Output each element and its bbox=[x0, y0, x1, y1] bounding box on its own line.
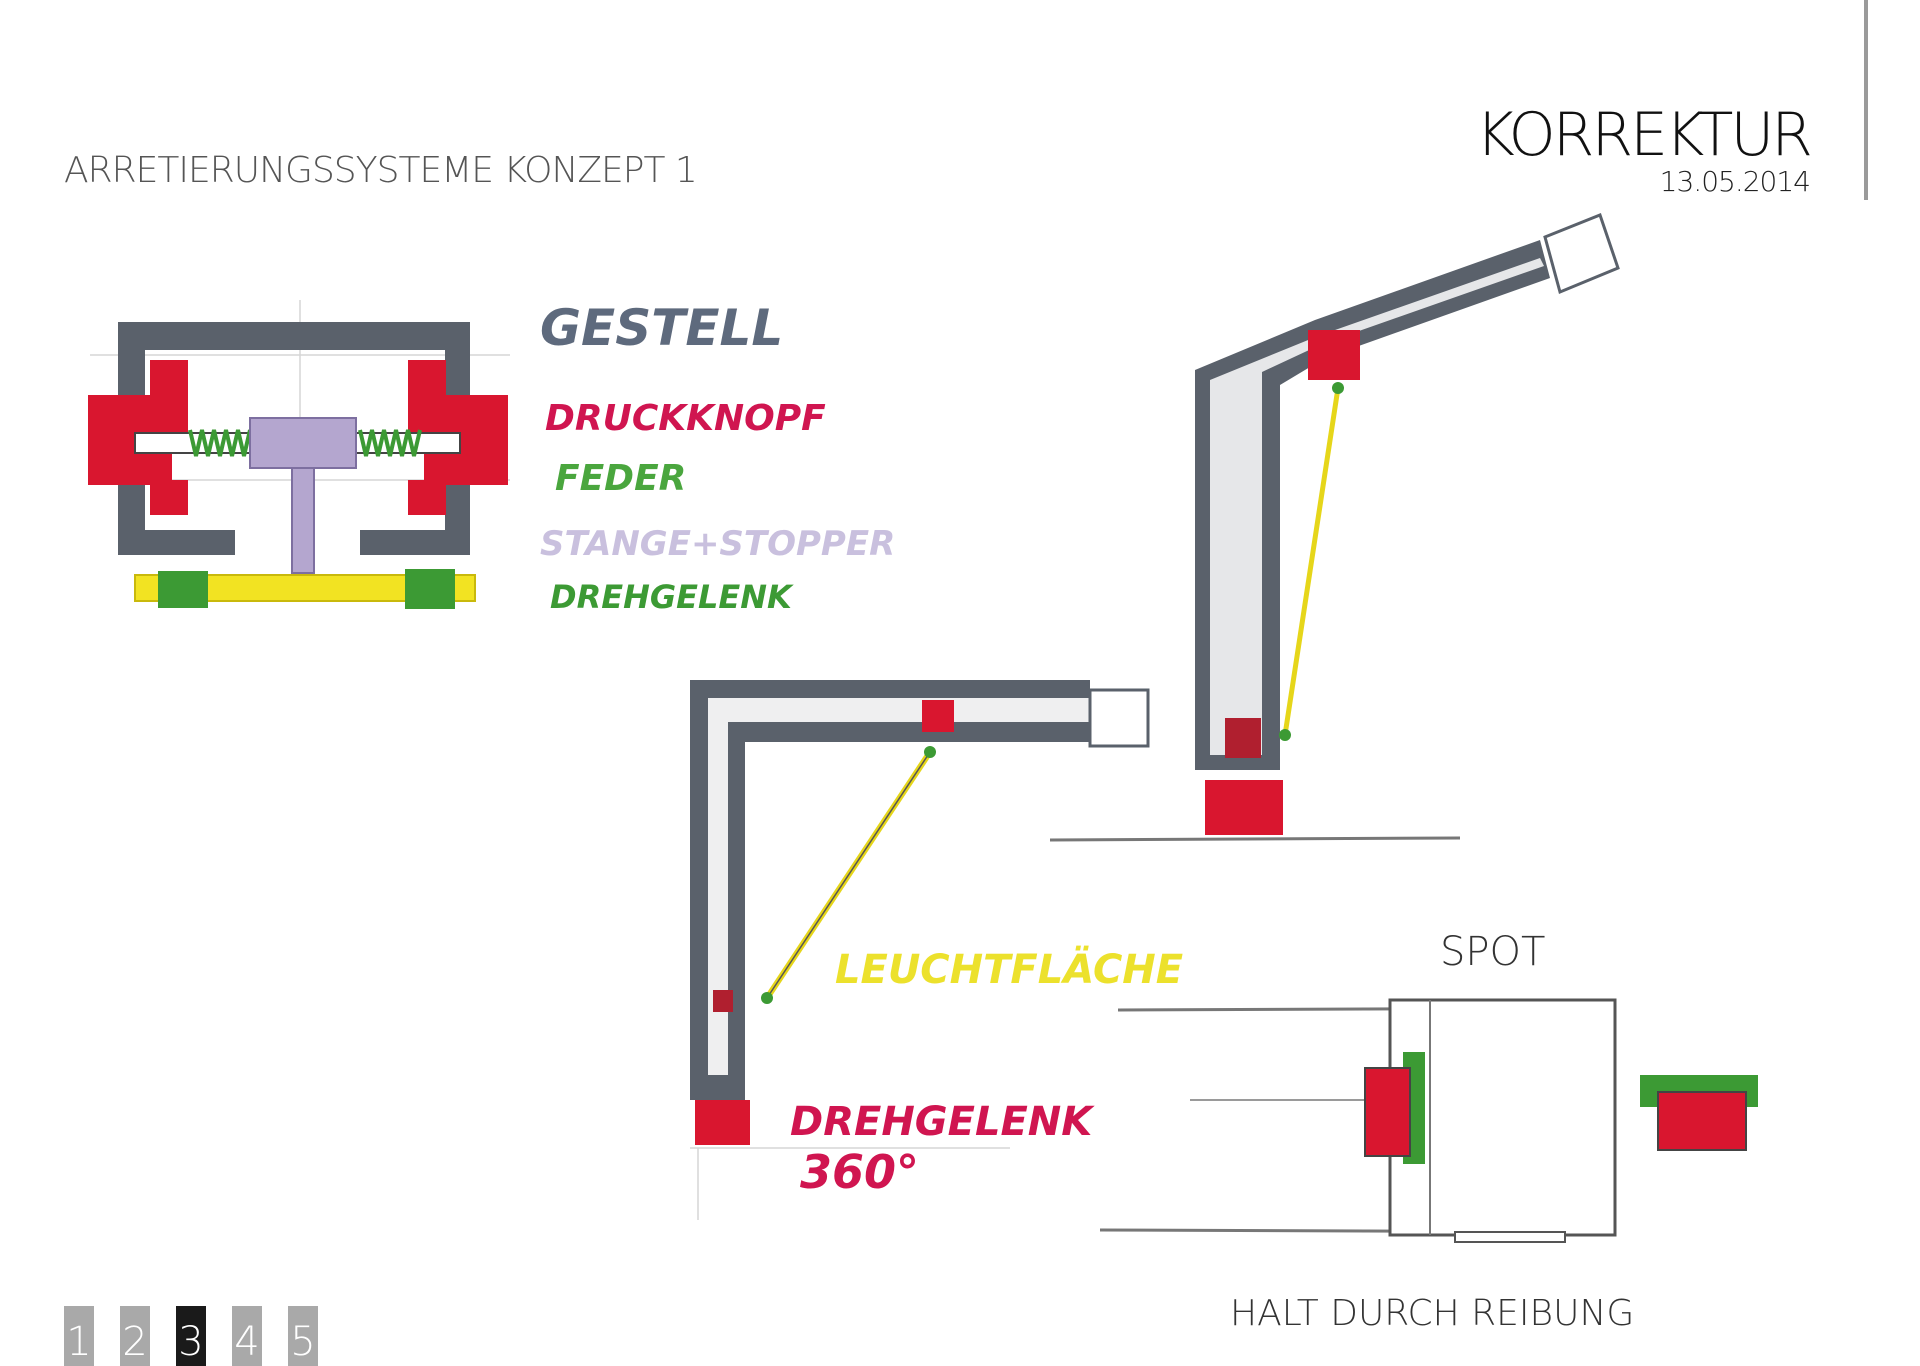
angled-stopper bbox=[1225, 718, 1261, 758]
l-strut-joint-top bbox=[924, 746, 936, 758]
lamp-l-shape bbox=[690, 680, 1150, 1220]
stange bbox=[291, 467, 315, 574]
mechanism-cross-section bbox=[88, 300, 510, 609]
spot-detail bbox=[1099, 998, 1758, 1243]
angled-strut bbox=[1282, 387, 1341, 736]
page-button-3[interactable]: 3 bbox=[176, 1306, 206, 1366]
page-title: ARRETIERUNGSSYSTEME KONZEPT 1 bbox=[64, 150, 698, 191]
lamp-angled bbox=[1049, 213, 1620, 842]
label-drehgelenk: DREHGELENK bbox=[790, 1099, 1095, 1145]
page-button-5[interactable]: 5 bbox=[288, 1306, 318, 1366]
angled-strut-joint-bottom bbox=[1279, 729, 1291, 741]
gestell-frame bbox=[118, 322, 470, 555]
feder-left bbox=[188, 429, 252, 457]
angled-slider bbox=[1308, 330, 1360, 380]
friction-block-right bbox=[1657, 1091, 1747, 1151]
legend-drehgelenk: DREHGELENK bbox=[550, 578, 794, 616]
drehgelenk-left bbox=[158, 571, 208, 608]
label-halt-durch-reibung: HALT DURCH REIBUNG bbox=[1230, 1293, 1634, 1334]
l-strut-joint-bottom bbox=[761, 992, 773, 1004]
spot-box bbox=[1388, 998, 1617, 1237]
floor-line bbox=[1049, 836, 1461, 842]
l-frame bbox=[690, 680, 1090, 1100]
legend-druckknopf: DRUCKKNOPF bbox=[545, 398, 826, 439]
legend: GESTELL DRUCKKNOPF FEDER STANGE+STOPPER … bbox=[540, 299, 895, 616]
angled-base-joint bbox=[1205, 780, 1283, 835]
feder-right bbox=[358, 429, 422, 457]
date-label: 13.05.2014 bbox=[1659, 165, 1811, 198]
page-button-2[interactable]: 2 bbox=[120, 1306, 150, 1366]
page-navigation: 1 2 3 4 5 bbox=[64, 1306, 318, 1366]
angled-lamp-head bbox=[1543, 213, 1620, 295]
drehgelenk-right bbox=[405, 569, 455, 609]
spot-box-foot bbox=[1454, 1231, 1566, 1243]
page-button-4[interactable]: 4 bbox=[232, 1306, 262, 1366]
l-frame-channel bbox=[708, 698, 1090, 1075]
l-lamp-head bbox=[1088, 688, 1150, 748]
stopper bbox=[249, 417, 357, 469]
vertical-rule bbox=[1864, 0, 1868, 200]
l-slider bbox=[922, 700, 954, 732]
l-base-joint bbox=[695, 1100, 750, 1145]
page-button-1[interactable]: 1 bbox=[64, 1306, 94, 1366]
friction-block-left bbox=[1364, 1067, 1411, 1157]
l-stopper bbox=[713, 990, 733, 1012]
korrektur-heading: KORREKTUR bbox=[1475, 100, 1813, 170]
angled-strut-joint-top bbox=[1332, 382, 1344, 394]
label-drehgelenk-360: 360° bbox=[800, 1145, 919, 1199]
legend-gestell: GESTELL bbox=[540, 299, 783, 357]
angled-frame bbox=[1195, 240, 1550, 770]
legend-feder: FEDER bbox=[555, 458, 686, 499]
l-strut-outline bbox=[766, 751, 931, 999]
label-spot: SPOT bbox=[1440, 929, 1545, 975]
angled-frame-channel bbox=[1210, 258, 1544, 755]
label-leuchtflaeche: LEUCHTFLÄCHE bbox=[835, 945, 1183, 993]
legend-stange: STANGE+STOPPER bbox=[540, 524, 895, 564]
